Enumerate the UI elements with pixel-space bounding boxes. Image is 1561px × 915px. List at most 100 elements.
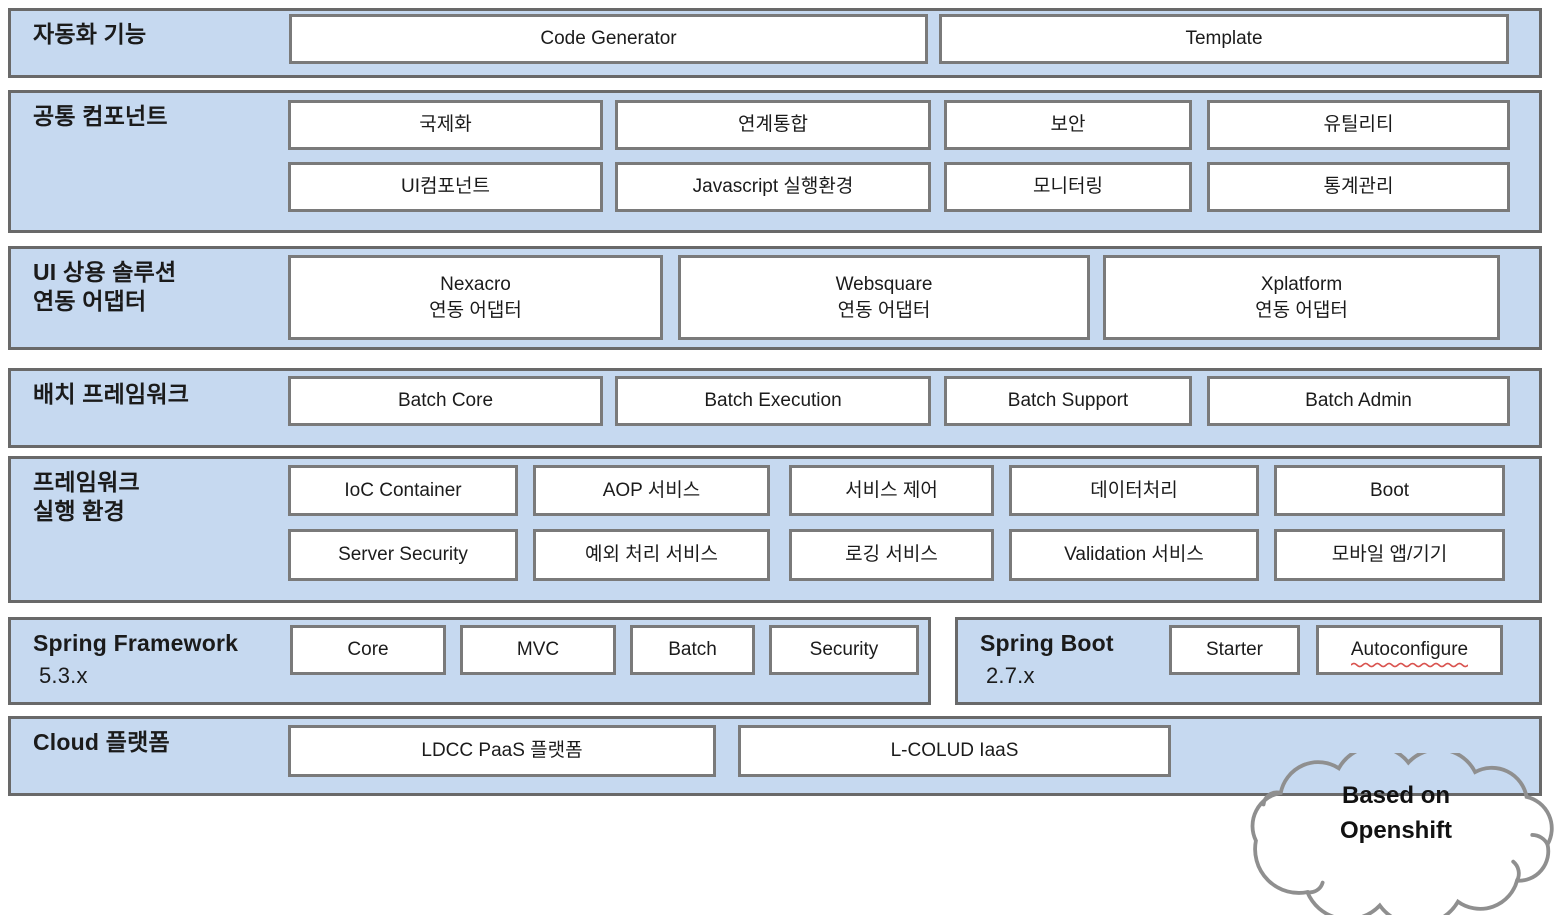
component-box: 서비스 제어	[789, 465, 994, 516]
component-box-label: Code Generator	[540, 28, 677, 50]
component-box-label: Boot	[1369, 479, 1410, 501]
layer-label-line: 프레임워크	[33, 469, 140, 495]
component-box-label: Nexacro 연동 어댑터	[429, 273, 522, 321]
component-box-label: Batch Support	[1007, 390, 1129, 412]
component-box-label: Batch	[668, 639, 717, 661]
component-box-label: UI컴포넌트	[401, 176, 490, 198]
component-box: 유틸리티	[1207, 100, 1510, 150]
component-box: 연계통합	[615, 100, 931, 150]
component-box: 통계관리	[1207, 162, 1510, 212]
component-box-label: 유틸리티	[1323, 114, 1394, 136]
component-box: Websquare 연동 어댑터	[678, 255, 1090, 340]
layer-label-line: 자동화 기능	[33, 21, 147, 47]
component-box-label: Starter	[1205, 639, 1264, 661]
layer-label-line: Cloud 플랫폼	[33, 729, 170, 755]
component-box-label: Core	[347, 639, 389, 661]
component-box: Core	[290, 625, 446, 675]
component-box: Security	[769, 625, 919, 675]
component-box-label: 연계통합	[738, 114, 808, 136]
layer-panel-automation: 자동화 기능 Code Generator Template	[8, 8, 1542, 78]
spellcheck-squiggle-icon	[1350, 662, 1469, 668]
layer-label-line: Spring Framework	[33, 630, 239, 656]
layer-version: 2.7.x	[986, 662, 1035, 688]
layer-panel-common-components: 공통 컴포넌트 국제화 연계통합 보안 유틸리티 UI컴포넌트 Javascript 실행환…	[8, 90, 1542, 233]
layer-label-cloud-platform: Cloud 플랫폼	[33, 728, 170, 757]
layer-version: 5.3.x	[39, 662, 88, 688]
layer-panel-batch-framework: 배치 프레임워크 Batch Core Batch Execution Batch S…	[8, 368, 1542, 448]
component-box: Xplatform 연동 어댑터	[1103, 255, 1500, 340]
component-box: Nexacro 연동 어댑터	[288, 255, 663, 340]
component-box-label: IoC Container	[344, 479, 462, 501]
component-box: Starter	[1169, 625, 1300, 675]
component-box: LDCC PaaS 플랫폼	[288, 725, 716, 777]
component-box: Autoconfigure	[1316, 625, 1503, 675]
component-box-label: Security	[809, 639, 879, 661]
layer-label-line: 연동 어댑터	[33, 287, 147, 314]
component-box: Batch Admin	[1207, 376, 1510, 426]
component-box-label: Autoconfigure	[1350, 637, 1469, 668]
component-box-label: 보안	[1050, 114, 1086, 136]
cloud-callout-line1: Based on	[1341, 782, 1451, 809]
component-box-label: Javascript 실행환경	[692, 176, 854, 198]
layer-label-common-components: 공통 컴포넌트	[33, 102, 168, 131]
component-box: 국제화	[288, 100, 603, 150]
layer-label-line: 배치 프레임워크	[33, 381, 190, 407]
cloud-callout-text: Based on Openshift	[1232, 779, 1560, 849]
component-box-label: MVC	[516, 639, 560, 661]
layer-panel-spring-framework: Spring Framework 5.3.x Core MVC Batch Securit…	[8, 617, 931, 705]
component-box-label: Batch Admin	[1305, 390, 1412, 412]
component-box: Javascript 실행환경	[615, 162, 931, 212]
component-box-label: 예외 처리 서비스	[585, 544, 718, 566]
cloud-callout: Based on Openshift	[1232, 753, 1560, 915]
layer-label-line: 실행 환경	[33, 497, 126, 524]
component-box: Batch Execution	[615, 376, 931, 426]
component-box-label: Websquare 연동 어댑터	[835, 273, 933, 321]
component-box: 모바일 앱/기기	[1274, 529, 1505, 581]
layer-label-spring-framework: Spring Framework 5.3.x	[33, 629, 238, 689]
cloud-icon	[1250, 753, 1554, 915]
component-box: Template	[939, 14, 1509, 64]
layer-label-automation: 자동화 기능	[33, 20, 146, 49]
component-box: Batch	[630, 625, 755, 675]
component-box-label: 국제화	[419, 114, 472, 136]
component-box-label: Validation 서비스	[1064, 544, 1204, 566]
component-box-label: LDCC PaaS 플랫폼	[421, 740, 583, 762]
component-box: Server Security	[288, 529, 518, 581]
layer-label-spring-boot: Spring Boot 2.7.x	[980, 629, 1114, 689]
component-box: L-COLUD IaaS	[738, 725, 1171, 777]
component-box: Boot	[1274, 465, 1505, 516]
component-box-label: 데이터처리	[1090, 479, 1178, 501]
component-box: Batch Core	[288, 376, 603, 426]
component-box-label: 로깅 서비스	[845, 544, 938, 566]
component-box-label: 모바일 앱/기기	[1331, 544, 1448, 566]
component-box-label: Server Security	[338, 544, 468, 566]
component-box: Validation 서비스	[1009, 529, 1259, 581]
component-box-label: 통계관리	[1323, 176, 1394, 198]
component-box-label: Xplatform 연동 어댑터	[1255, 273, 1348, 321]
cloud-callout-line2: Openshift	[1340, 816, 1452, 844]
component-box-label: Batch Core	[397, 390, 494, 412]
layer-label-line: 공통 컴포넌트	[33, 103, 168, 129]
component-box-label: 모니터링	[1033, 176, 1103, 198]
component-box: AOP 서비스	[533, 465, 770, 516]
component-box-label: AOP 서비스	[602, 479, 701, 501]
component-box: 예외 처리 서비스	[533, 529, 770, 581]
component-box: UI컴포넌트	[288, 162, 603, 212]
layer-label-line: Spring Boot	[980, 630, 1114, 656]
component-box: 데이터처리	[1009, 465, 1259, 516]
layer-label-line: UI 상용 솔루션	[33, 259, 177, 285]
component-box: 모니터링	[944, 162, 1192, 212]
layer-label-batch-framework: 배치 프레임워크	[33, 380, 189, 409]
component-box-label: Template	[1185, 28, 1263, 50]
layer-panel-spring-boot: Spring Boot 2.7.x Starter Autoconfigure	[955, 617, 1542, 705]
component-box-label: Batch Execution	[704, 390, 842, 412]
component-box: 로깅 서비스	[789, 529, 994, 581]
component-box: Code Generator	[289, 14, 928, 64]
layer-panel-cloud-platform: Cloud 플랫폼 LDCC PaaS 플랫폼 L-COLUD IaaS	[8, 716, 1542, 796]
component-box: 보안	[944, 100, 1192, 150]
